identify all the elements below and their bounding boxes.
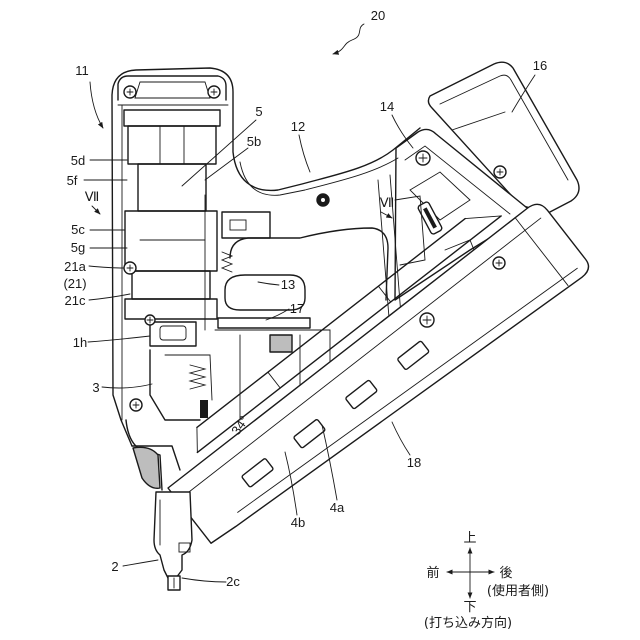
ref-label-1h: 1h: [73, 335, 87, 350]
direction-front: 前: [426, 565, 439, 581]
direction-down-note: (打ち込み方向): [424, 615, 512, 631]
ref-label-2: 2: [111, 559, 118, 574]
nose: [154, 492, 192, 590]
cylinder-unit: [124, 110, 220, 319]
screw: [124, 262, 136, 274]
ref-label-4b: 4b: [291, 515, 305, 530]
front-cover: [133, 447, 160, 488]
cylinder-upper: [128, 126, 216, 164]
ref-label-5f: 5f: [67, 173, 78, 188]
ref-label-5c: 5c: [71, 222, 85, 237]
leader-18: [392, 422, 410, 455]
ref-label-4a: 4a: [330, 500, 345, 515]
screw: [493, 257, 505, 269]
spring-small: [222, 252, 232, 272]
ref-label-5: 5: [255, 104, 262, 119]
cylinder-lower: [132, 271, 210, 299]
ref-label-12: 12: [291, 119, 305, 134]
screw: [416, 151, 430, 165]
direction-rear-note: (使用者側): [487, 583, 549, 599]
direction-indicator: 上 前 後 (使用者側) 下 (打ち込み方向): [424, 531, 549, 631]
screw: [130, 399, 142, 411]
leader-11: [90, 82, 103, 128]
leader-13: [258, 282, 279, 285]
leader-2: [123, 560, 158, 566]
section-label-left: Ⅶ: [85, 189, 100, 204]
magazine-body: [168, 199, 593, 557]
ref-label-14: 14: [380, 99, 394, 114]
screw: [145, 315, 155, 325]
leader-20: [333, 24, 364, 54]
ref-label-17: 17: [290, 301, 304, 316]
direction-rear: 後: [499, 566, 512, 581]
cylinder-cap: [124, 110, 220, 126]
trigger: [150, 350, 200, 420]
block-gray: [270, 335, 292, 352]
ref-label-20: 20: [371, 8, 385, 23]
ref-label-11: 11: [75, 63, 89, 78]
leader-21c: [89, 294, 130, 300]
ref-label-16: 16: [533, 58, 547, 73]
screw: [208, 86, 220, 98]
leader-2c: [182, 578, 226, 582]
ref-label-18: 18: [407, 455, 421, 470]
leader-1h: [88, 336, 150, 342]
piston-5b: [138, 164, 206, 211]
box-1h-inner: [160, 326, 186, 340]
grip-inner-contour: [230, 228, 388, 300]
section-label-right: Ⅶ: [380, 195, 395, 210]
leader-12: [299, 135, 310, 172]
leader-21a: [89, 266, 124, 268]
trigger-spring: [190, 365, 205, 389]
switch-window: [230, 220, 246, 230]
ref-label-21a: 21a: [64, 259, 86, 274]
ref-label-21: (21): [63, 276, 86, 291]
cylinder-5c: [125, 211, 217, 271]
screw: [494, 166, 506, 178]
screw: [124, 86, 136, 98]
cylinder-base: [125, 299, 217, 319]
trigger-arm: [200, 400, 208, 418]
leader-3: [102, 384, 152, 388]
section-arrow-left: [92, 206, 100, 214]
section-arrow-right: [381, 212, 392, 218]
ref-label-3: 3: [92, 380, 99, 395]
ref-label-13: 13: [281, 277, 295, 292]
screw-dark: [317, 194, 329, 206]
leader-5: [182, 120, 256, 186]
ref-label-2c: 2c: [226, 574, 240, 589]
direction-up: 上: [463, 531, 476, 546]
screw: [420, 313, 434, 327]
magazine: [150, 176, 593, 558]
ref-label-21c: 21c: [65, 293, 86, 308]
ref-label-5b: 5b: [247, 134, 261, 149]
direction-down: 下: [463, 600, 476, 615]
ref-label-5g: 5g: [71, 240, 85, 255]
plate-17: [218, 318, 310, 328]
ref-label-5d: 5d: [71, 153, 85, 168]
